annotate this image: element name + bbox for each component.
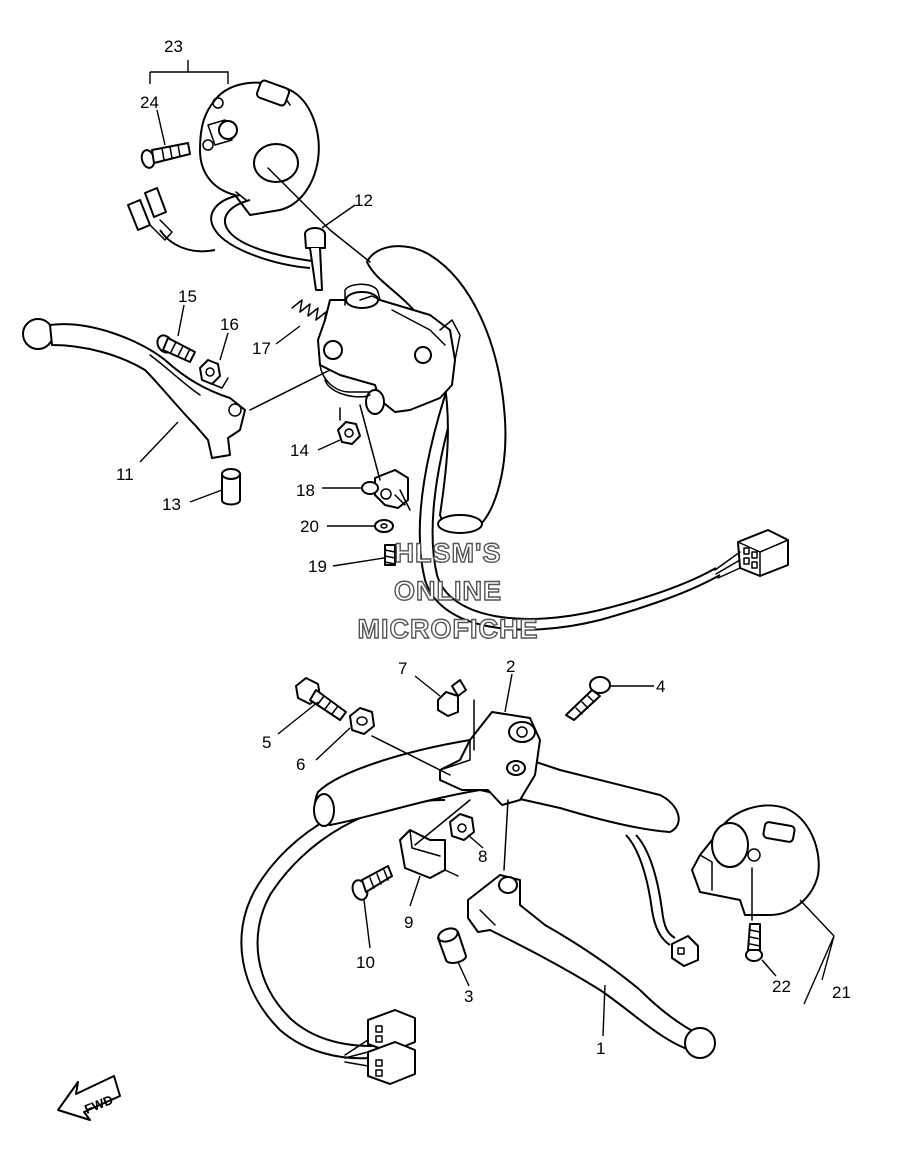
callout-19: 19 — [308, 557, 327, 576]
callout-9: 9 — [404, 913, 413, 932]
callout-14: 14 — [290, 441, 309, 460]
connector-lower — [344, 1009, 416, 1085]
callout-22: 22 — [772, 977, 791, 996]
callout-8: 8 — [478, 847, 487, 866]
screw-19 — [384, 544, 396, 566]
collar-13 — [221, 468, 241, 506]
callout-13: 13 — [162, 495, 181, 514]
watermark-line-3: MICROFICHE — [357, 613, 539, 644]
callout-15: 15 — [178, 287, 197, 306]
callout-11: 11 — [116, 465, 134, 484]
watermark-line-2: ONLINE — [393, 575, 502, 606]
brake-lever-upper — [22, 318, 246, 459]
bolt-7 — [437, 679, 467, 717]
callout-2: 2 — [506, 657, 515, 676]
callout-21: 21 — [832, 983, 851, 1002]
spade-terminals — [127, 187, 173, 241]
clutch-switch-9 — [399, 829, 459, 879]
callout-4: 4 — [656, 677, 665, 696]
callout-20: 20 — [300, 517, 319, 536]
nut-8 — [449, 813, 475, 841]
connector-upper — [714, 529, 789, 579]
callout-24: 24 — [140, 93, 159, 112]
watermark-line-1: HLSM'S — [394, 537, 502, 568]
callout-16: 16 — [220, 315, 239, 334]
lower-assembly — [240, 676, 820, 1085]
washer-20 — [374, 519, 394, 533]
callout-1: 1 — [596, 1039, 605, 1058]
screw-24 — [140, 142, 191, 169]
callout-17: 17 — [252, 339, 271, 358]
bolt-12 — [304, 227, 326, 291]
nut-14 — [337, 421, 361, 445]
small-connector — [671, 935, 699, 967]
brake-switch-18 — [361, 469, 411, 511]
screw-10 — [351, 865, 393, 901]
callout-12: 12 — [354, 191, 373, 210]
callout-3: 3 — [464, 987, 473, 1006]
nut-16 — [199, 359, 229, 389]
callout-labels: 23 24 12 15 16 17 11 13 14 18 20 19 7 2 … — [116, 37, 851, 1058]
handlebar-switch-upper — [199, 79, 320, 216]
callout-10: 10 — [356, 953, 375, 972]
callout-7: 7 — [398, 659, 407, 678]
bolt-5 — [295, 677, 347, 721]
screw-22 — [745, 923, 763, 962]
bolt-15 — [156, 334, 196, 363]
callout-5: 5 — [262, 733, 271, 752]
collar-3 — [437, 927, 467, 964]
callout-6: 6 — [296, 755, 305, 774]
lever-bracket-2 — [439, 711, 541, 806]
callout-23: 23 — [164, 37, 183, 56]
spring-17 — [291, 299, 327, 325]
leader-lines — [139, 60, 835, 1037]
clutch-lever-lower — [467, 874, 716, 1059]
bolt-4 — [565, 676, 611, 721]
nut-6 — [349, 707, 375, 735]
master-cylinder-upper — [317, 283, 461, 415]
callout-18: 18 — [296, 481, 315, 500]
fwd-direction-badge: FWD — [57, 1075, 121, 1121]
handlebar-switch-lower — [691, 804, 820, 916]
upper-assembly — [22, 79, 789, 631]
